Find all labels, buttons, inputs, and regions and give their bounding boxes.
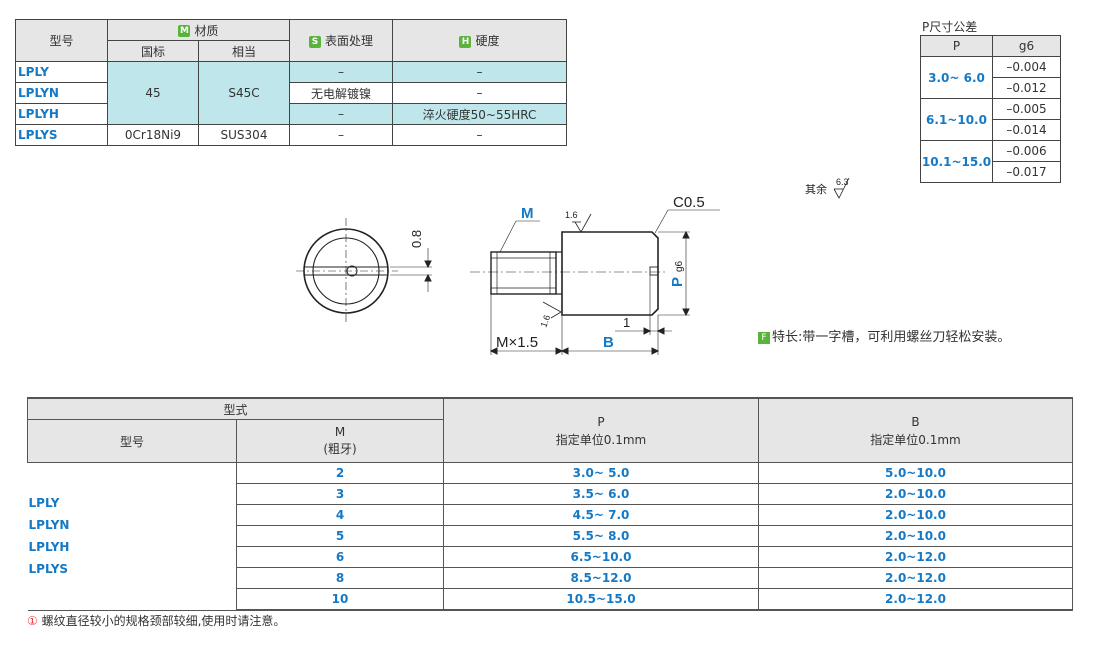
tolerance-range: 6.1~10.0: [920, 98, 993, 141]
chamfer-label: C0.5: [673, 194, 705, 211]
spec-p: 3.5~ 6.0: [443, 483, 759, 505]
spec-model-list: LPLY LPLYN LPLYH LPLYS: [27, 462, 237, 611]
surface-mark-icon: S: [308, 35, 321, 48]
tolerance-lower: –0.017: [992, 161, 1061, 183]
surface-value: 无电解镀镍: [289, 82, 393, 104]
tolerance-upper: –0.004: [992, 56, 1061, 78]
side-view: [470, 177, 850, 355]
list-item: LPLYH: [28, 540, 70, 555]
surface-value: –: [289, 61, 393, 83]
warning-icon: ①: [27, 614, 38, 628]
label-m: M: [521, 205, 534, 222]
roughness-side: 1.6: [538, 314, 552, 329]
spec-m: 2: [236, 462, 444, 484]
spec-p: 3.0~ 5.0: [443, 462, 759, 484]
end-view: [296, 218, 432, 324]
rest-roughness: 6.3: [836, 177, 849, 187]
dim-slot-width: 0.8: [409, 230, 424, 248]
model-header: 型号: [15, 19, 108, 62]
tolerance-range: 10.1~15.0: [920, 140, 993, 183]
spec-b: 2.0~12.0: [758, 567, 1073, 589]
p-header: P 指定单位0.1mm: [443, 397, 759, 463]
hardness-value: –: [392, 61, 567, 83]
b-header: B 指定单位0.1mm: [758, 397, 1073, 463]
spec-m: 6: [236, 546, 444, 568]
spec-table: 型式 P 指定单位0.1mm B 指定单位0.1mm 型号 M (粗牙) LPL…: [27, 397, 1073, 611]
hardness-mark-icon: H: [459, 35, 472, 48]
tolerance-title: P尺寸公差: [922, 20, 978, 34]
spec-p: 6.5~10.0: [443, 546, 759, 568]
m-header: M (粗牙): [236, 419, 444, 463]
tolerance-upper: –0.005: [992, 98, 1061, 120]
spec-b: 2.0~10.0: [758, 483, 1073, 505]
equiv-value: SUS304: [198, 124, 290, 146]
list-item: LPLY: [28, 496, 60, 511]
spec-p: 5.5~ 8.0: [443, 525, 759, 547]
spec-m: 8: [236, 567, 444, 589]
label-b: B: [603, 334, 614, 351]
table-row-model: LPLYN: [15, 82, 108, 104]
head-body: [561, 231, 659, 316]
feature-mark-icon: F: [758, 331, 770, 344]
spec-m: 4: [236, 504, 444, 526]
dim-1: 1: [623, 315, 630, 330]
spec-p: 4.5~ 7.0: [443, 504, 759, 526]
tolerance-range: 3.0~ 6.0: [920, 56, 993, 99]
head-slot: [649, 266, 659, 276]
gb-value: 0Cr18Ni9: [107, 124, 199, 146]
label-p: P: [669, 277, 686, 287]
hardness-value: –: [392, 124, 567, 146]
list-item: LPLYS: [28, 562, 69, 577]
spec-b: 2.0~10.0: [758, 525, 1073, 547]
spec-model-header: 型号: [27, 419, 237, 463]
thread-body: [490, 251, 557, 295]
caution-note: ① 螺纹直径较小的规格颈部较细,使用时请注意。: [27, 614, 286, 628]
spec-p: 8.5~12.0: [443, 567, 759, 589]
equiv-value: S45C: [198, 61, 290, 125]
center-hole: [346, 265, 358, 277]
gb-value: 45: [107, 61, 199, 125]
hardness-value: 淬火硬度50~55HRC: [392, 103, 567, 125]
dim-m-1-5: M×1.5: [496, 334, 538, 351]
rest-label: 其余: [805, 182, 827, 196]
surface-value: –: [289, 103, 393, 125]
spec-p: 10.5~15.0: [443, 588, 759, 611]
spec-m: 10: [236, 588, 444, 611]
roughness-top: 1.6: [565, 210, 578, 220]
spec-m: 3: [236, 483, 444, 505]
spec-b: 2.0~12.0: [758, 588, 1073, 611]
spec-b: 5.0~10.0: [758, 462, 1073, 484]
spec-b: 2.0~12.0: [758, 546, 1073, 568]
spec-m: 5: [236, 525, 444, 547]
list-item: LPLYN: [28, 518, 70, 533]
spec-b: 2.0~10.0: [758, 504, 1073, 526]
label-g6: g6: [674, 260, 685, 272]
tolerance-table: P g6 3.0~ 6.0 –0.004 –0.012 6.1~10.0 –0.…: [920, 35, 1061, 183]
type-header: 型式: [27, 397, 444, 420]
material-mark-icon: M: [178, 25, 191, 37]
